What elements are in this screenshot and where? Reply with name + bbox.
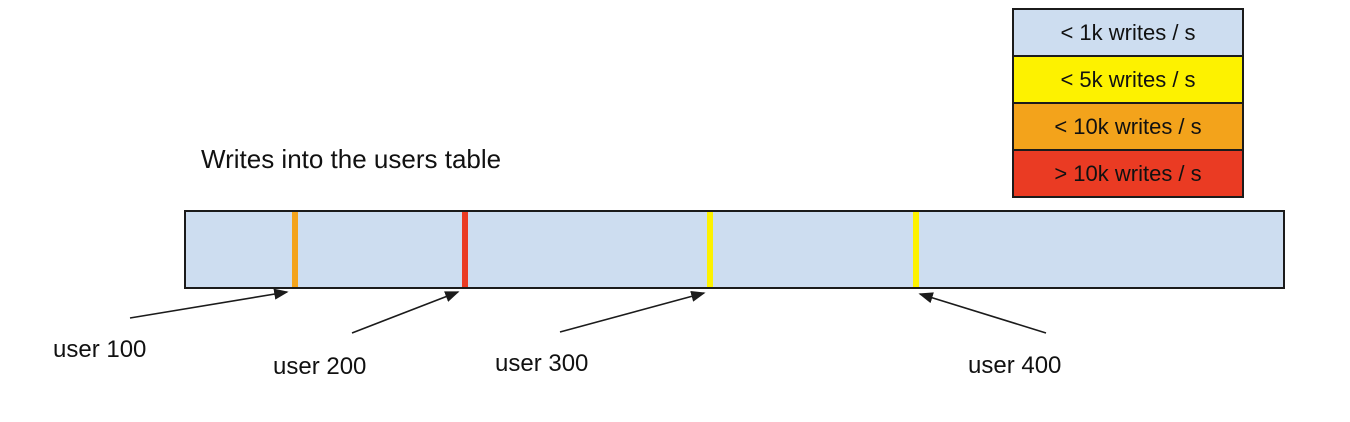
stripe-user-100 — [292, 212, 298, 287]
users-table-bar — [184, 210, 1285, 289]
arrow-user-100-icon — [129, 288, 289, 319]
arrow-user-300-icon — [559, 290, 706, 333]
arrow-user-200-icon — [351, 291, 460, 334]
legend-item-lt-5k: < 5k writes / s — [1014, 57, 1242, 104]
callout-user-200: user 200 — [273, 353, 367, 380]
stripe-user-300 — [707, 212, 713, 287]
stripe-user-400 — [913, 212, 919, 287]
legend-item-label: < 1k writes / s — [1060, 20, 1196, 45]
legend-item-lt-1k: < 1k writes / s — [1014, 10, 1242, 57]
legend: < 1k writes / s < 5k writes / s < 10k wr… — [1012, 8, 1244, 198]
legend-item-lt-10k: < 10k writes / s — [1014, 104, 1242, 151]
arrow-user-400-icon — [918, 292, 1047, 334]
diagram-title: Writes into the users table — [201, 144, 502, 174]
legend-item-label: > 10k writes / s — [1054, 161, 1202, 186]
callout-user-100: user 100 — [53, 336, 147, 363]
callout-user-300: user 300 — [495, 350, 589, 377]
stripe-user-200 — [462, 212, 468, 287]
legend-item-label: < 10k writes / s — [1054, 114, 1202, 139]
legend-item-label: < 5k writes / s — [1060, 67, 1196, 92]
callout-user-400: user 400 — [968, 352, 1062, 379]
legend-item-gt-10k: > 10k writes / s — [1014, 151, 1242, 196]
